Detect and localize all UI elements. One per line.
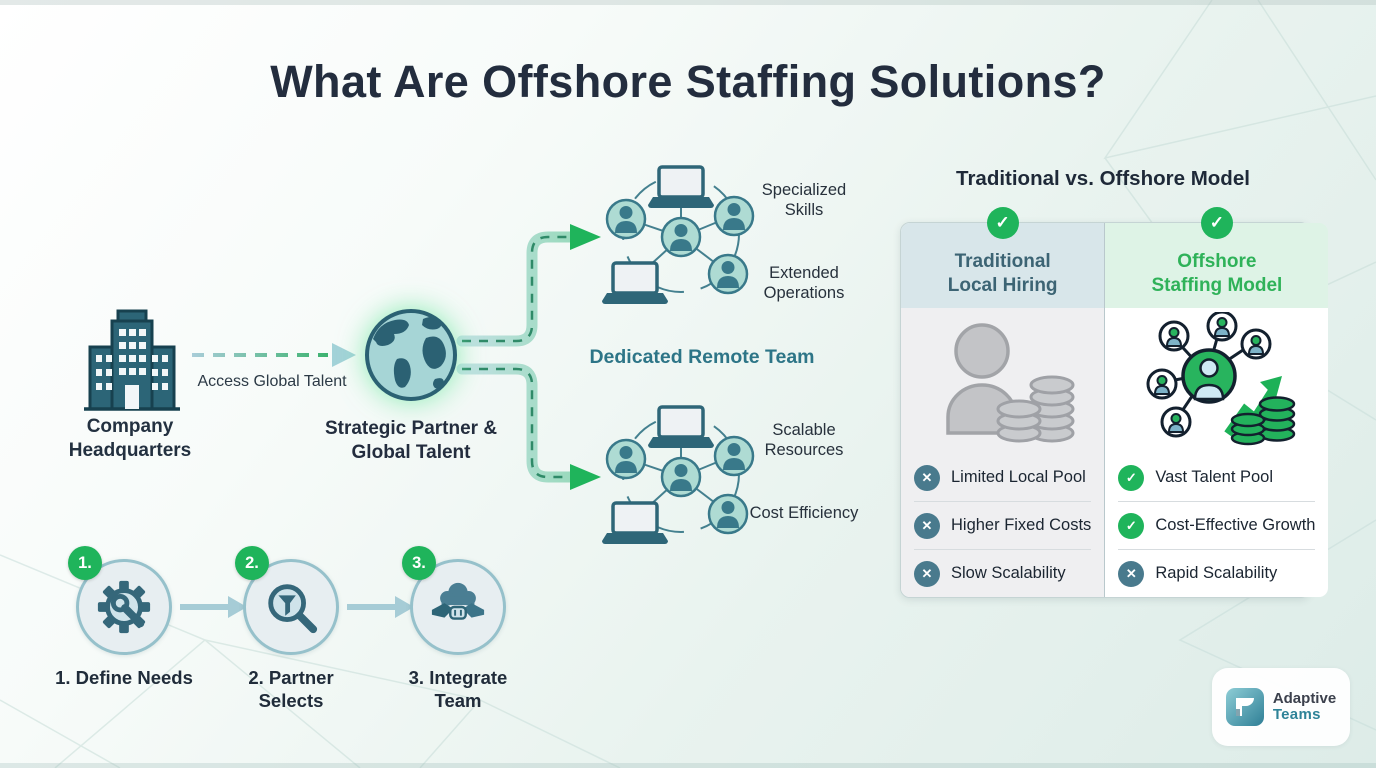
offshore-growth-icon bbox=[1105, 308, 1328, 454]
access-global-talent-label: Access Global Talent bbox=[197, 373, 347, 390]
benefit-scalable-resources: Scalable Resources bbox=[764, 421, 844, 460]
step-number-badge: 1. bbox=[68, 546, 102, 580]
offshore-column: Offshore Staffing Model bbox=[1105, 207, 1329, 597]
comparison-row: Limited Local Pool bbox=[914, 454, 1091, 501]
traditional-column: Traditional Local Hiring bbox=[901, 207, 1106, 597]
logo-text: Adaptive Teams bbox=[1272, 690, 1337, 723]
step-label: 3. Integrate Team bbox=[408, 667, 508, 712]
dedicated-remote-team-label: Dedicated Remote Team bbox=[589, 346, 815, 368]
step-integrate-team: 3. 3. Integrate Team bbox=[402, 546, 507, 712]
check-circle-icon bbox=[1118, 512, 1145, 539]
step-partner-selects: 2. 2. Partner Selects bbox=[235, 546, 339, 712]
company-headquarters-icon bbox=[82, 303, 182, 420]
check-badge-icon bbox=[1200, 207, 1233, 239]
step-number-badge: 3. bbox=[402, 546, 436, 580]
gear-wrench-icon bbox=[76, 559, 172, 655]
check-badge-icon bbox=[986, 207, 1019, 239]
x-circle-icon bbox=[914, 512, 940, 539]
step-define-needs: 1. 1. Define Needs bbox=[55, 546, 193, 689]
step-label: 1. Define Needs bbox=[55, 667, 193, 688]
step-label: 2. Partner Selects bbox=[248, 667, 334, 712]
step-number-badge: 2. bbox=[235, 546, 269, 580]
benefit-specialized-skills: Specialized Skills bbox=[761, 181, 847, 220]
hq-label: Company Headquarters bbox=[68, 416, 192, 461]
offshore-list: Vast Talent Pool Cost-Effective Growth R… bbox=[1105, 454, 1328, 597]
page-title: What Are Offshore Staffing Solutions? bbox=[270, 56, 1106, 107]
adaptive-teams-logo: Adaptive Teams bbox=[1212, 668, 1350, 746]
comparison-title: Traditional vs. Offshore Model bbox=[956, 167, 1250, 190]
comparison-row: Cost-Effective Growth bbox=[1118, 501, 1316, 549]
logo-mark-icon bbox=[1225, 688, 1264, 726]
globe-icon bbox=[363, 307, 459, 408]
comparison-row: Vast Talent Pool bbox=[1118, 454, 1315, 501]
benefit-extended-operations: Extended Operations bbox=[763, 264, 845, 303]
benefit-cost-efficiency: Cost Efficiency bbox=[749, 504, 859, 522]
x-circle-icon bbox=[914, 464, 940, 491]
step-arrows bbox=[180, 596, 414, 618]
comparison-row: Higher Fixed Costs bbox=[914, 501, 1092, 549]
hq-to-globe-arrow bbox=[192, 343, 356, 367]
traditional-list: Limited Local Pool Higher Fixed Costs Sl… bbox=[901, 454, 1104, 597]
x-circle-icon bbox=[1118, 560, 1145, 587]
x-circle-icon bbox=[914, 560, 940, 587]
local-hiring-icon bbox=[901, 308, 1104, 454]
comparison-row: Rapid Scalability bbox=[1118, 549, 1316, 597]
globe-to-bottom-team-arrow bbox=[456, 363, 601, 490]
check-circle-icon bbox=[1118, 464, 1145, 491]
comparison-card: Traditional Local Hiring bbox=[900, 207, 1329, 598]
bottom-edge bbox=[0, 763, 1376, 768]
flow-arrows bbox=[180, 224, 601, 618]
globe-to-top-team-arrow bbox=[456, 224, 601, 347]
strategic-partner-label: Strategic Partner & Global Talent bbox=[324, 418, 498, 463]
top-edge bbox=[0, 0, 1376, 5]
comparison-row: Slow Scalability bbox=[914, 549, 1092, 597]
